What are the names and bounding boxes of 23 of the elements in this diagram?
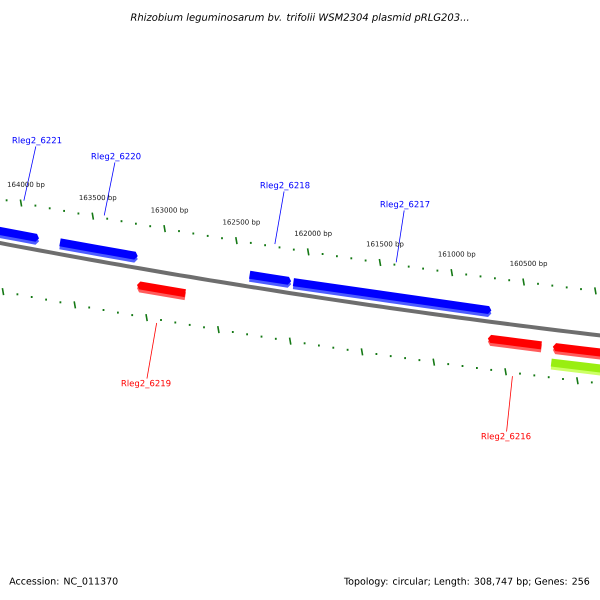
gene-block bbox=[552, 343, 600, 362]
gene-label: Rleg2_6217 bbox=[380, 200, 430, 210]
leader-line bbox=[23, 146, 36, 202]
leader-line bbox=[104, 162, 116, 216]
gene-block bbox=[59, 238, 138, 263]
gene-block bbox=[136, 281, 186, 300]
gene-block bbox=[550, 358, 600, 378]
gene-block bbox=[292, 278, 492, 318]
leader-line bbox=[146, 322, 158, 379]
gene-label: Rleg2_6218 bbox=[260, 182, 310, 190]
gene-block bbox=[249, 270, 292, 288]
title: Rhizobium leguminosarum bv. trifolii WSM2304 plasmid pRLG203... bbox=[130, 13, 468, 23]
footer-text: Topology: circular; Length: 308,747 bp; Genes: 256 bbox=[344, 577, 590, 587]
leader-line bbox=[274, 191, 284, 245]
footer-text: Accession: NC_011370 bbox=[9, 577, 118, 587]
leader-line bbox=[396, 210, 405, 263]
gene-block bbox=[0, 226, 39, 245]
gene-label: Rleg2_6220 bbox=[92, 152, 141, 162]
gene-label: Rleg2_6216 bbox=[482, 432, 531, 442]
gene-label: Rleg2_6221 bbox=[12, 136, 62, 146]
gene-block bbox=[488, 334, 542, 352]
gene-label: Rleg2_6219 bbox=[122, 380, 170, 388]
leader-line bbox=[506, 376, 513, 432]
